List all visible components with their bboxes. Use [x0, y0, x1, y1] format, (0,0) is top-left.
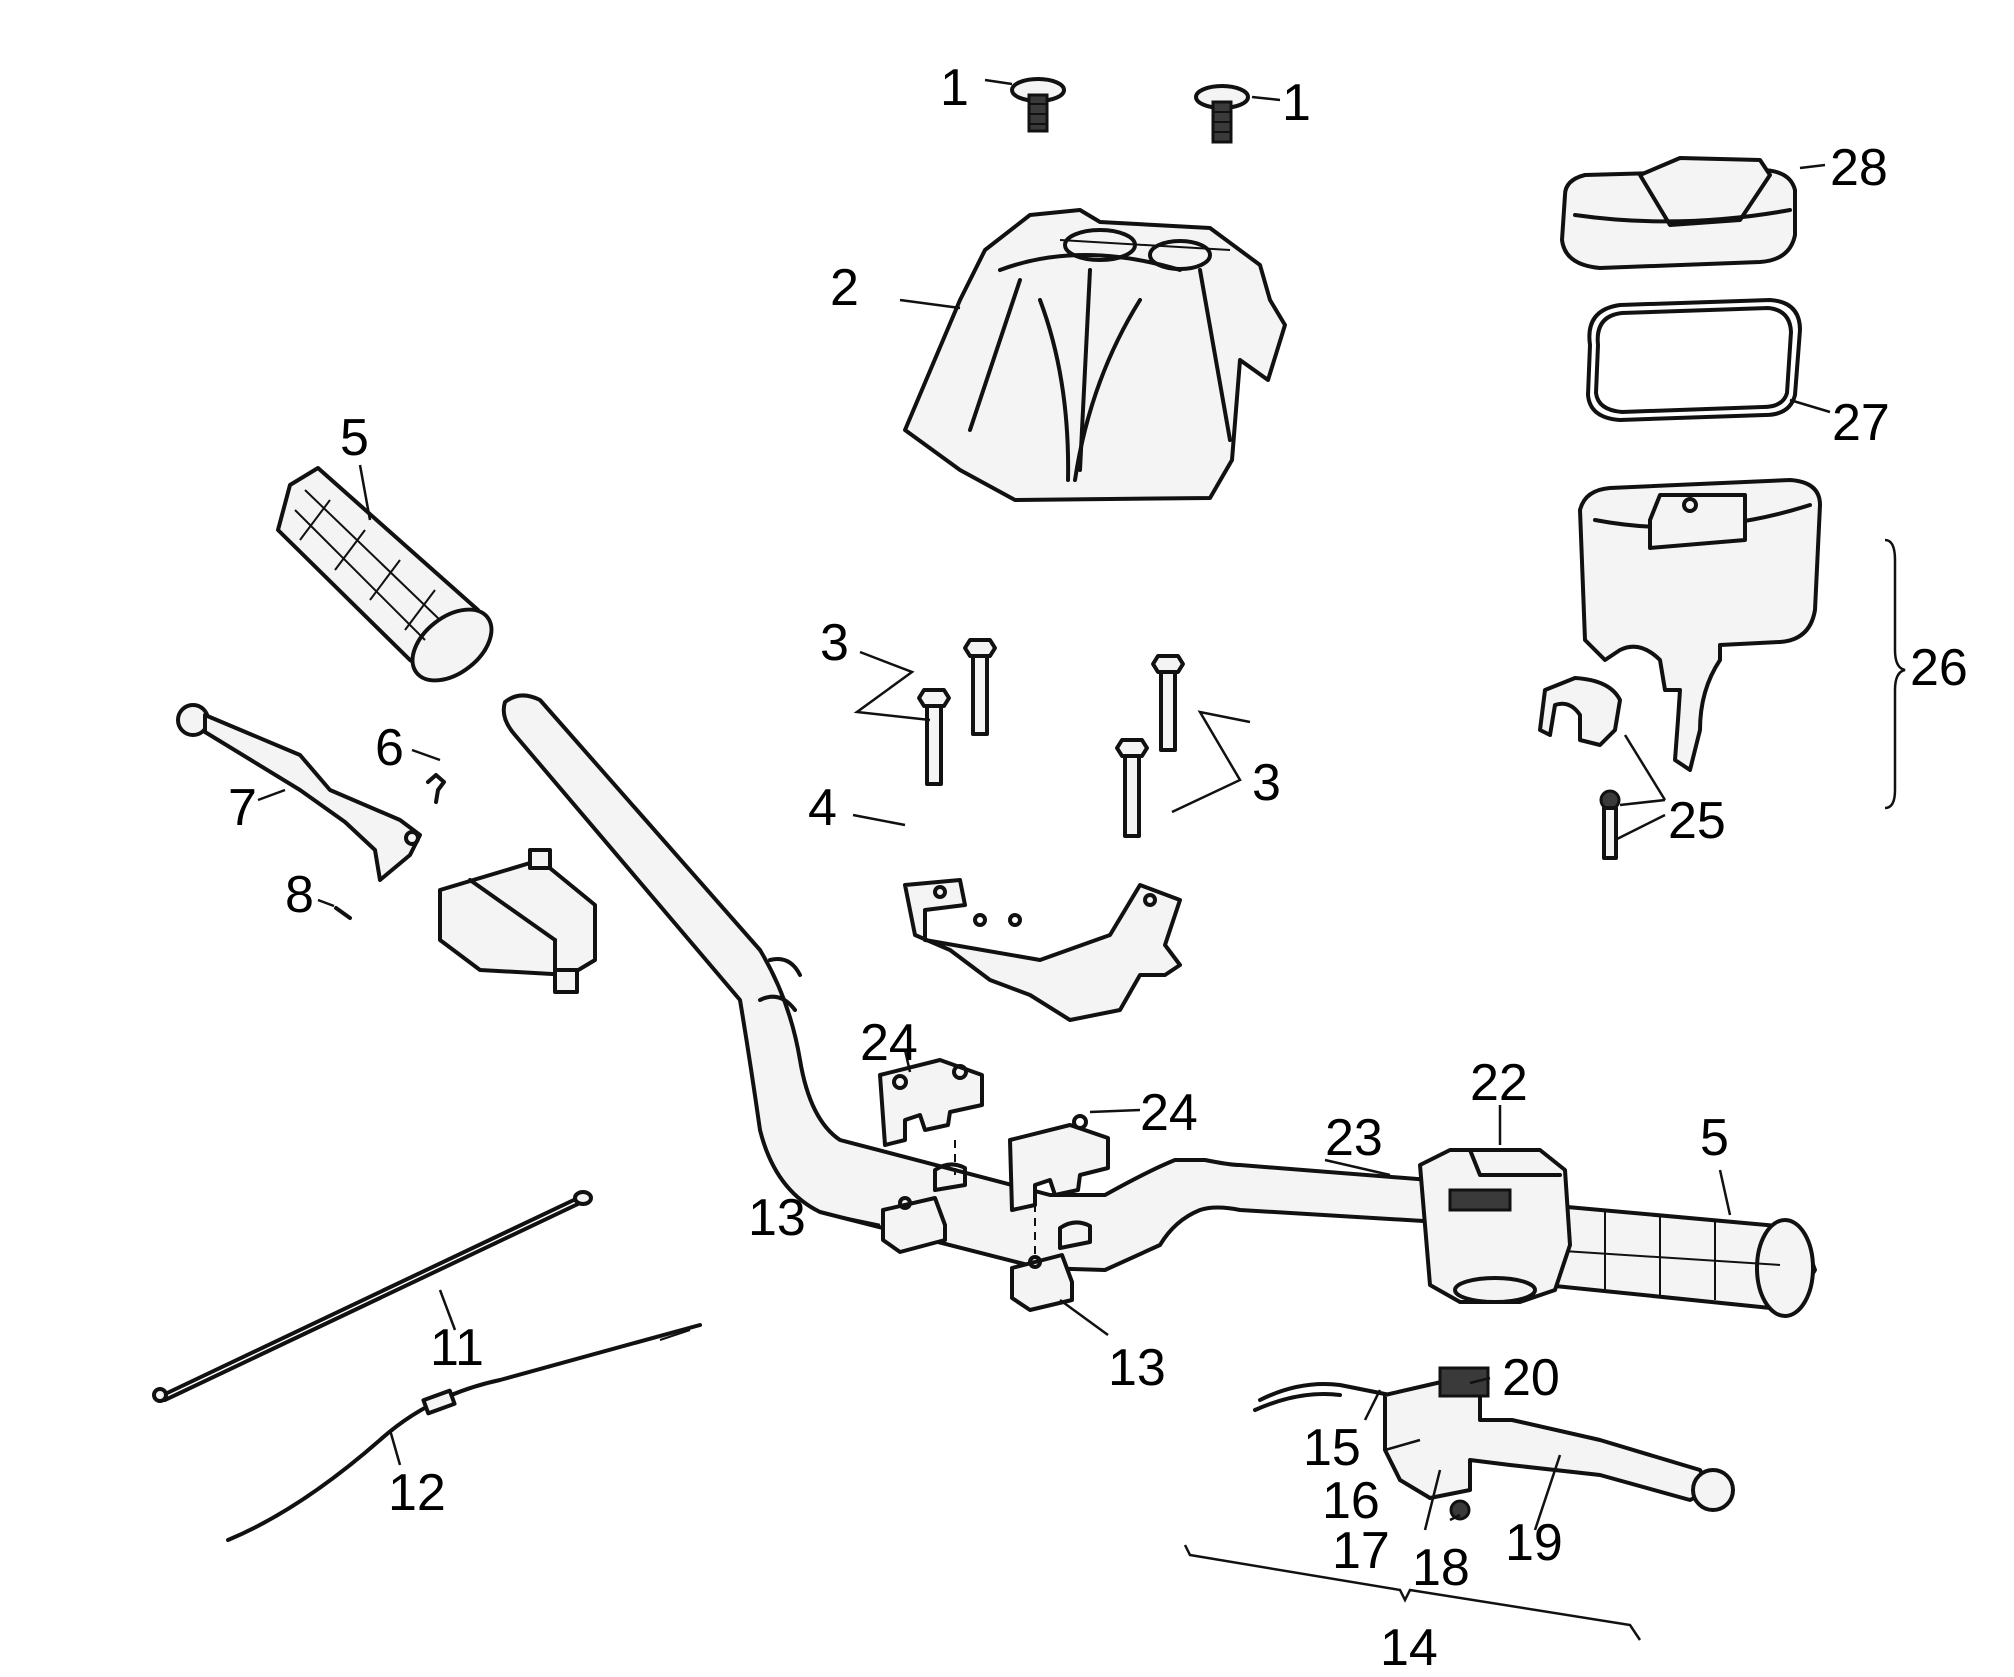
bolt-group-right — [1115, 654, 1185, 838]
handlebar — [501, 693, 1442, 1272]
callout-25: 25 — [1668, 792, 1726, 850]
clamp-lower-right — [1010, 1220, 1092, 1312]
switch-housing-left — [438, 848, 597, 994]
pin — [426, 773, 446, 804]
grip-right — [1533, 1203, 1817, 1318]
callout-2: 2 — [830, 259, 859, 317]
bolt-group-left — [917, 638, 997, 786]
callout-19: 19 — [1505, 1514, 1563, 1572]
callout-3-right: 3 — [1252, 754, 1281, 812]
callout-16: 16 — [1322, 1472, 1380, 1530]
callout-1-left: 1 — [940, 59, 969, 117]
clamp-upper-left — [878, 1058, 984, 1147]
callout-12: 12 — [388, 1464, 446, 1522]
callout-11: 11 — [430, 1319, 484, 1377]
callout-26: 26 — [1910, 639, 1968, 697]
callout-5-right: 5 — [1700, 1109, 1729, 1167]
callout-5-left: 5 — [340, 409, 369, 467]
callout-7: 7 — [228, 779, 257, 837]
screw-left — [1010, 77, 1066, 133]
brake-lever-assembly — [1253, 1366, 1735, 1521]
callout-24-right: 24 — [1140, 1084, 1198, 1142]
callout-20: 20 — [1502, 1349, 1560, 1407]
bracket — [903, 878, 1182, 1022]
cable-choke — [226, 1323, 702, 1542]
handlebar-cover — [903, 208, 1287, 502]
reservoir — [1578, 478, 1822, 772]
callout-28: 28 — [1830, 139, 1888, 197]
reservoir-clamp — [1538, 676, 1622, 747]
callout-6: 6 — [375, 719, 404, 777]
callout-17: 17 — [1332, 1522, 1390, 1580]
clamp-lower-left — [881, 1162, 967, 1254]
callout-18: 18 — [1412, 1539, 1470, 1597]
callout-1-right: 1 — [1282, 74, 1311, 132]
callout-13-right: 13 — [1108, 1339, 1166, 1397]
reservoir-cap — [1560, 156, 1797, 270]
callout-23: 23 — [1325, 1109, 1383, 1167]
callout-13-left: 13 — [748, 1189, 806, 1247]
clamp-upper-right — [1008, 1114, 1110, 1212]
reservoir-screw — [1599, 789, 1621, 860]
screw-right — [1194, 84, 1250, 144]
callout-24-left: 24 — [860, 1014, 918, 1072]
callout-15: 15 — [1303, 1419, 1361, 1477]
grip-left — [276, 466, 494, 683]
callout-22: 22 — [1470, 1054, 1528, 1112]
clutch-lever — [176, 703, 422, 882]
cable-throttle — [152, 1190, 593, 1403]
gasket — [1586, 298, 1802, 422]
callout-4: 4 — [808, 779, 837, 837]
switch-housing-right — [1418, 1148, 1572, 1304]
callout-14: 14 — [1380, 1619, 1438, 1677]
callout-27: 27 — [1832, 394, 1890, 452]
callout-8: 8 — [285, 866, 314, 924]
clip — [334, 906, 352, 920]
callout-3-left: 3 — [820, 614, 849, 672]
